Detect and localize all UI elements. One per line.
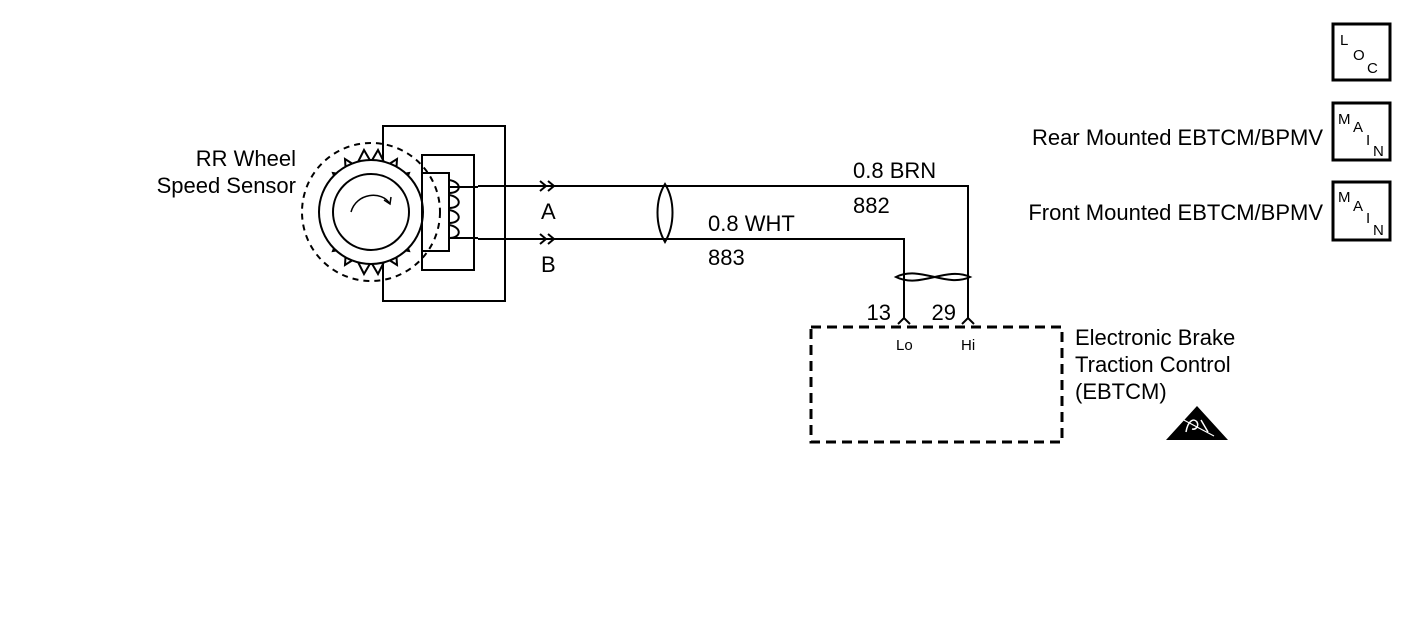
rotation-arrow-icon: [350, 194, 391, 213]
twisted-pair-icon: [656, 182, 674, 244]
wire-brn-circuit: 882: [853, 193, 890, 218]
pin-hi-terminal: [961, 316, 975, 325]
sensor-coil: [448, 179, 478, 239]
esd-warning-icon: [1166, 406, 1228, 440]
terminal-a-label: A: [541, 199, 556, 224]
pin-lo-label: Lo: [896, 337, 913, 354]
main-icon: M A I N: [1331, 180, 1392, 242]
wire-wht-size-color: 0.8 WHT: [708, 211, 795, 236]
pin-lo-terminal: [897, 316, 911, 325]
main-icon-letter-2: A: [1353, 119, 1363, 136]
main-icon-letter-4: N: [1373, 222, 1384, 239]
wire-wht-circuit: 883: [708, 245, 745, 270]
main-icon-letter-1: M: [1338, 189, 1351, 206]
wire-wht-883: [478, 238, 905, 318]
module-name-line-3: (EBTCM): [1075, 379, 1167, 404]
wheel-speed-sensor: [301, 125, 506, 302]
main-icon-letter-3: I: [1366, 132, 1370, 149]
module-name-line-2: Traction Control: [1075, 352, 1231, 377]
pin-hi-label: Hi: [961, 337, 975, 354]
main-icon-letter-1: M: [1338, 111, 1351, 128]
loc-icon-letter-3: C: [1367, 60, 1378, 77]
module-name-line-1: Electronic Brake: [1075, 325, 1235, 350]
terminal-b-label: B: [541, 252, 556, 277]
wire-brn-size-color: 0.8 BRN: [853, 158, 936, 183]
loc-icon-letter-1: L: [1340, 32, 1348, 49]
loc-icon-letter-2: O: [1353, 47, 1365, 64]
sensor-name-line-1: RR Wheel: [196, 146, 296, 171]
front-mounted-label: Front Mounted EBTCM/BPMV: [1028, 200, 1323, 225]
ebtcm-module: [809, 325, 1064, 444]
wire-brn-882: [478, 185, 969, 318]
main-icon-letter-4: N: [1373, 143, 1384, 160]
pin-hi-number: 29: [932, 300, 956, 325]
main-icon: M A I N: [1331, 101, 1392, 162]
twisted-pair-icon: [893, 272, 973, 282]
loc-icon: L O C: [1331, 22, 1392, 82]
pin-lo-number: 13: [867, 300, 891, 325]
main-icon-letter-2: A: [1353, 198, 1363, 215]
sensor-name-line-2: Speed Sensor: [157, 173, 296, 198]
rear-mounted-label: Rear Mounted EBTCM/BPMV: [1032, 125, 1323, 150]
main-icon-letter-3: I: [1366, 210, 1370, 227]
